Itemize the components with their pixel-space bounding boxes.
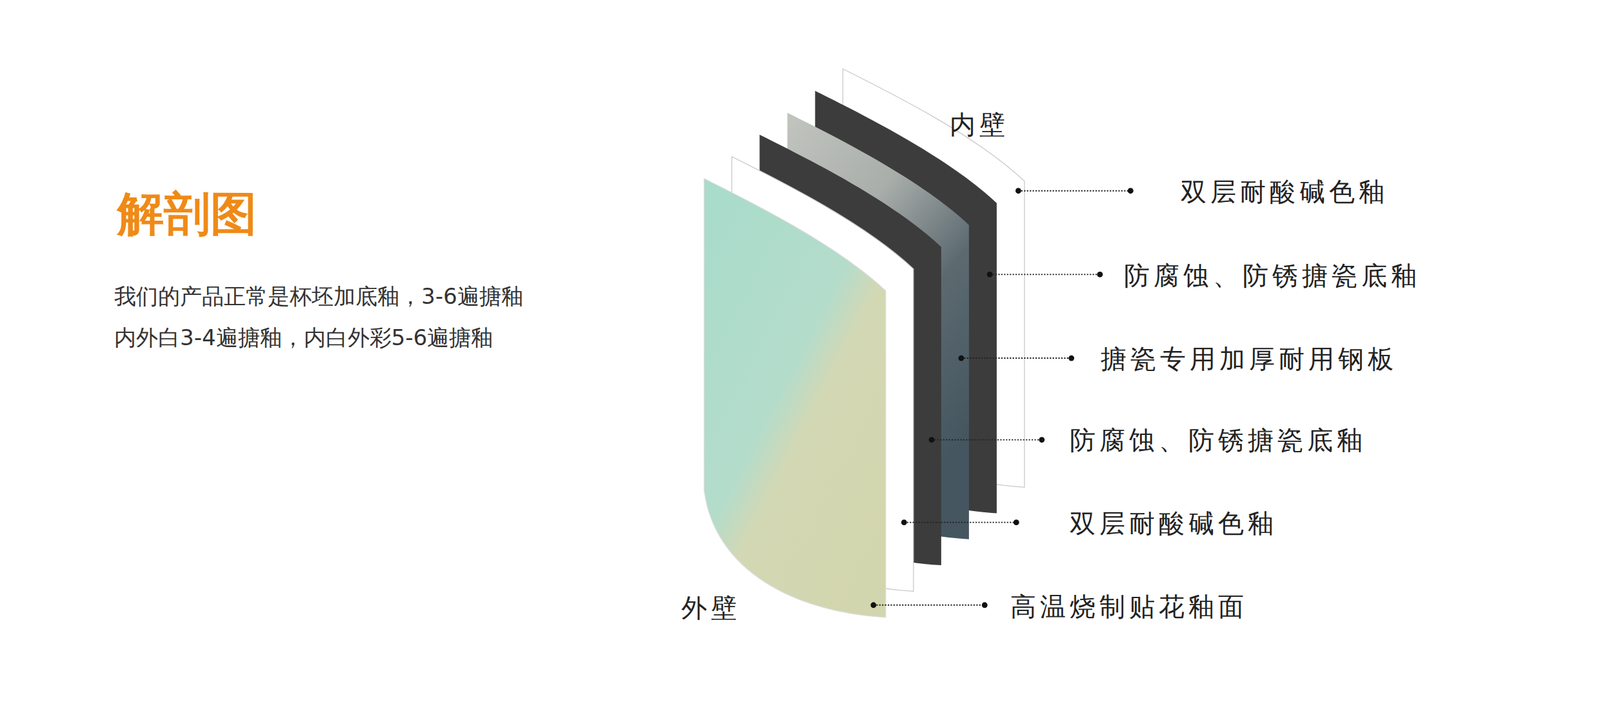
leader-dot [981, 601, 988, 608]
wall-name: 内壁 [949, 109, 1010, 140]
leader-dot [1038, 436, 1045, 443]
leader-line [873, 604, 985, 606]
layer-label: 防腐蚀、防锈搪瓷底釉 [1123, 260, 1421, 291]
leader-dot [1127, 187, 1134, 194]
layer-label: 防腐蚀、防锈搪瓷底釉 [1069, 425, 1367, 455]
description-line: 我们的产品正常是杯坯加底釉，3-6遍搪釉 [114, 283, 524, 310]
wall-name: 外壁 [681, 592, 741, 623]
leader-dot [1068, 355, 1075, 362]
layer-label: 高温烧制贴花釉面 [1010, 591, 1248, 622]
layer-label: 双层耐酸碱色釉 [1069, 508, 1278, 539]
heading: 解剖图 [117, 187, 257, 241]
leader-line [989, 273, 1100, 275]
description-line: 内外白3-4遍搪釉，内白外彩5-6遍搪釉 [114, 325, 493, 351]
leader-dot [929, 436, 935, 443]
leader-line [1018, 190, 1131, 192]
leader-lines [870, 187, 1133, 608]
leader-line [903, 521, 1017, 524]
layer-label: 双层耐酸碱色釉 [1180, 176, 1389, 207]
layer-sheets [703, 69, 1025, 618]
leader-dot [1015, 187, 1022, 194]
leader-dot [958, 355, 964, 362]
leader-line [961, 357, 1072, 359]
layer-label: 搪瓷专用加厚耐用钢板 [1100, 343, 1398, 374]
leader-dot [987, 271, 993, 278]
leader-dot [1013, 519, 1020, 526]
leader-dot [1097, 271, 1104, 278]
layer-sheet [703, 178, 886, 618]
leader-dot [901, 519, 908, 526]
leader-line [931, 439, 1042, 441]
leader-dot [870, 601, 877, 608]
